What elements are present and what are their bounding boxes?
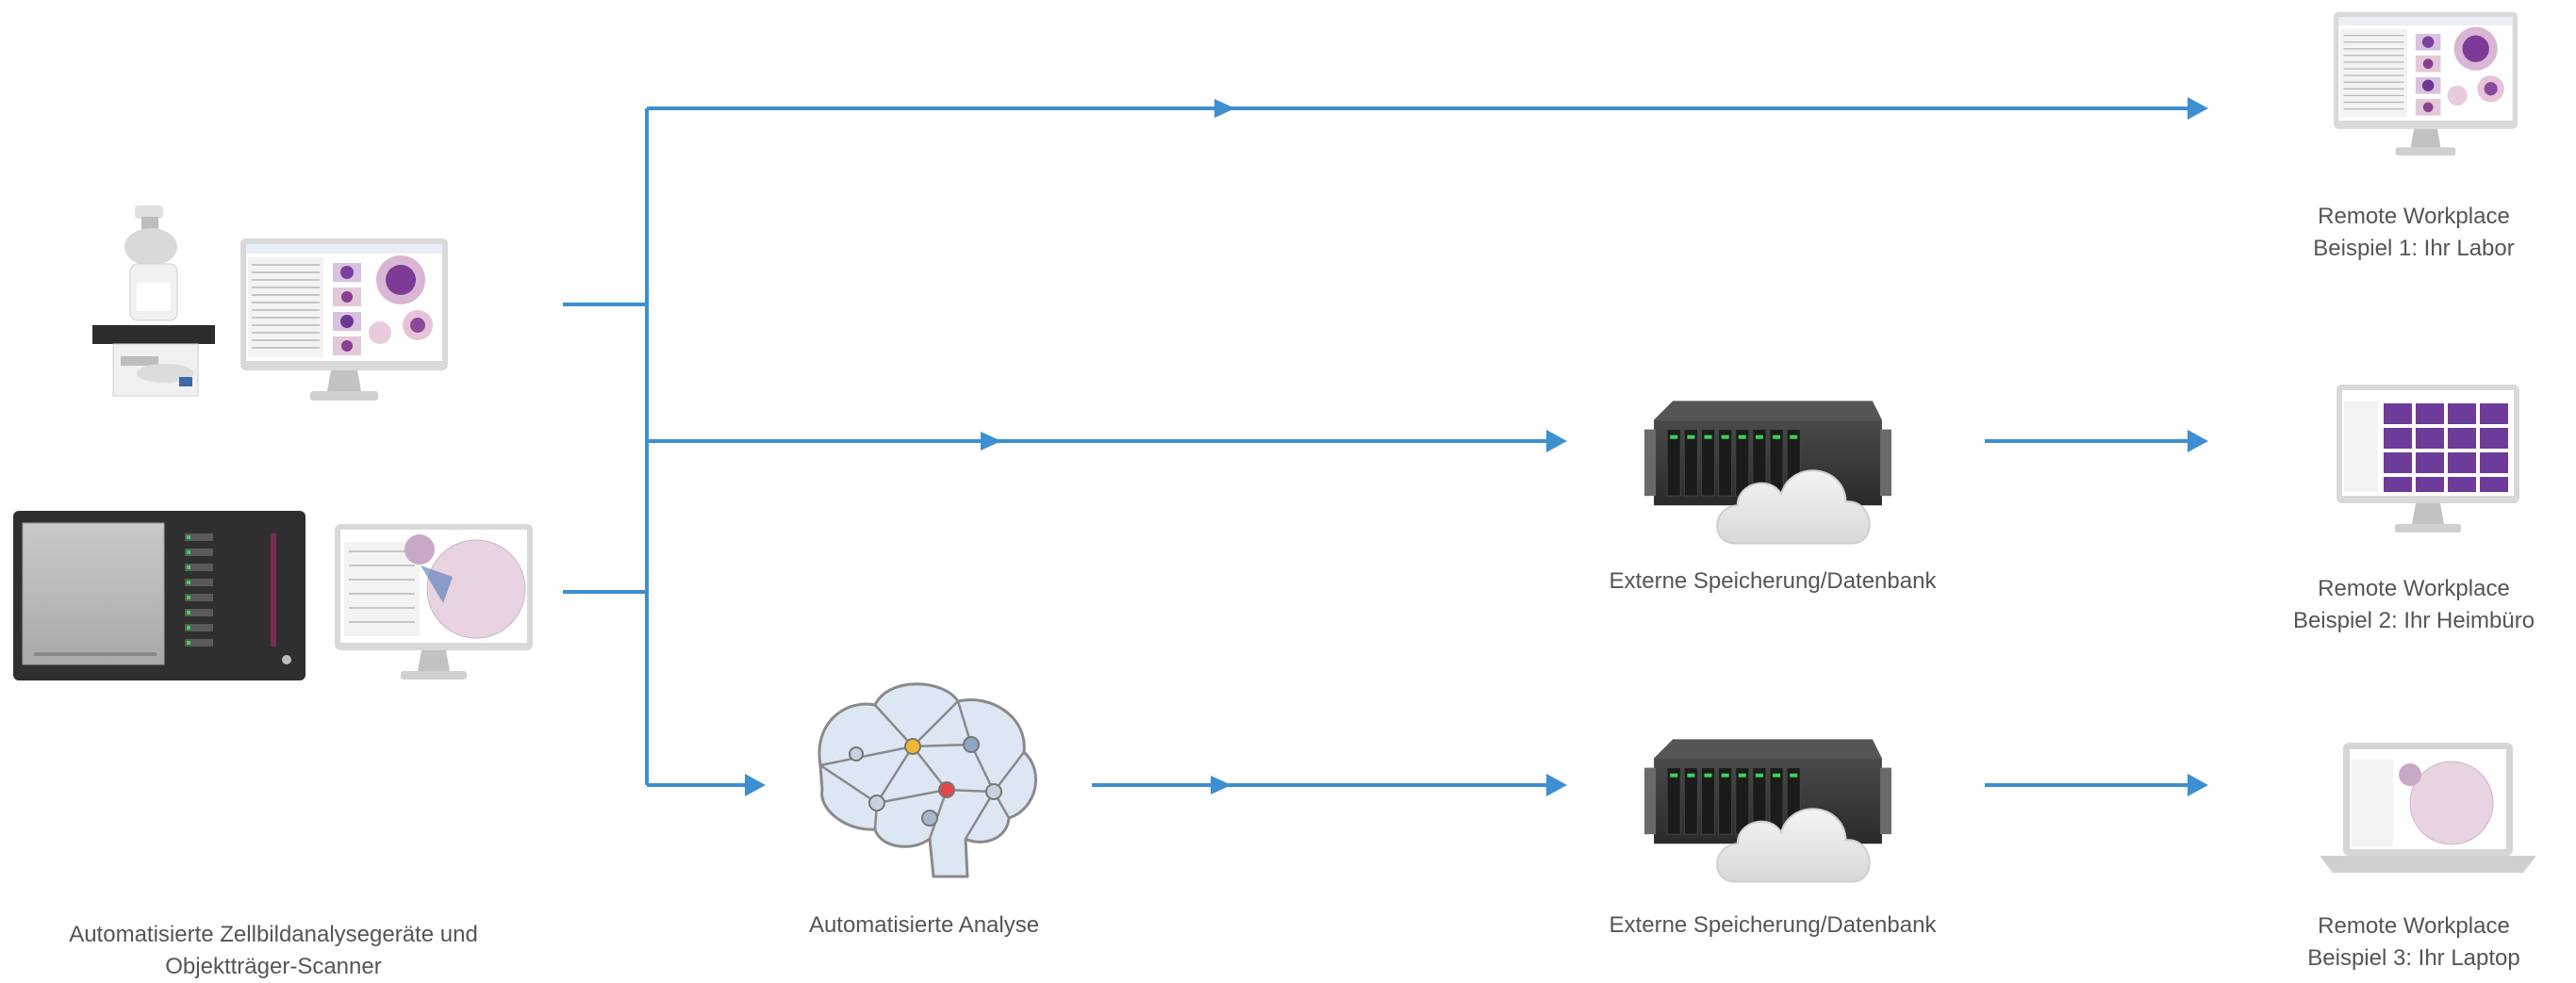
remote-workplace-1-label: Remote Workplace Beispiel 1: Ihr Labor: [2244, 201, 2576, 265]
source-devices-label: Automatisierte Zellbildanalysegeräte und…: [19, 919, 528, 983]
arrow-remote-2: [2188, 430, 2208, 452]
remote-2-line-2: Beispiel 2: Ihr Heimbüro: [2292, 608, 2535, 633]
storage-label-2: Externe Speicherung/Datenbank: [1546, 909, 1999, 942]
monitor-icon: [335, 524, 533, 680]
server-cloud-icon: [1644, 739, 1891, 883]
analysis-label-text: Automatisierte Analyse: [808, 912, 1040, 938]
monitor-icon: [2337, 385, 2519, 532]
remote-1-line-2: Beispiel 1: Ihr Labor: [2313, 236, 2515, 261]
laptop-icon: [2320, 743, 2536, 873]
remote-2-line-1: Remote Workplace: [2318, 576, 2510, 601]
arrow-mid-middle: [981, 432, 1001, 451]
source-label-line-1: Automatisierte Zellbildanalysegeräte und: [69, 922, 478, 947]
monitor-icon: [2334, 10, 2518, 156]
arrow-mid-top: [1214, 99, 1235, 118]
remote-3-line-2: Beispiel 3: Ihr Laptop: [2307, 945, 2520, 971]
remote-workplace-3-label: Remote Workplace Beispiel 3: Ihr Laptop: [2244, 910, 2576, 975]
remote-3-line-1: Remote Workplace: [2318, 913, 2510, 939]
arrow-analysis: [745, 774, 766, 796]
remote-workplace-2-label: Remote Workplace Beispiel 2: Ihr Heimbür…: [2244, 573, 2576, 637]
ai-brain-network-icon: [817, 682, 1037, 878]
source-label-line-2: Objektträger-Scanner: [165, 954, 382, 979]
flow-lines: [563, 106, 2197, 787]
analysis-label: Automatisierte Analyse: [717, 909, 1131, 942]
arrow-remote-3: [2188, 774, 2208, 796]
monitor-icon: [240, 238, 448, 401]
slide-scanner-icon: [13, 511, 305, 680]
storage-label-1: Externe Speicherung/Datenbank: [1546, 565, 1999, 598]
remote-1-line-1: Remote Workplace: [2318, 204, 2510, 229]
microscope-icon: [92, 205, 215, 397]
arrow-mid-bottom: [1211, 776, 1231, 795]
server-cloud-icon: [1644, 401, 1891, 545]
storage-label-2-text: Externe Speicherung/Datenbank: [1609, 912, 1937, 938]
arrow-storage-2: [1546, 774, 1567, 796]
arrow-end-top: [2188, 97, 2208, 120]
arrow-storage-1: [1546, 430, 1567, 452]
storage-label-1-text: Externe Speicherung/Datenbank: [1609, 568, 1937, 594]
flow-arrowheads: [745, 97, 2208, 796]
